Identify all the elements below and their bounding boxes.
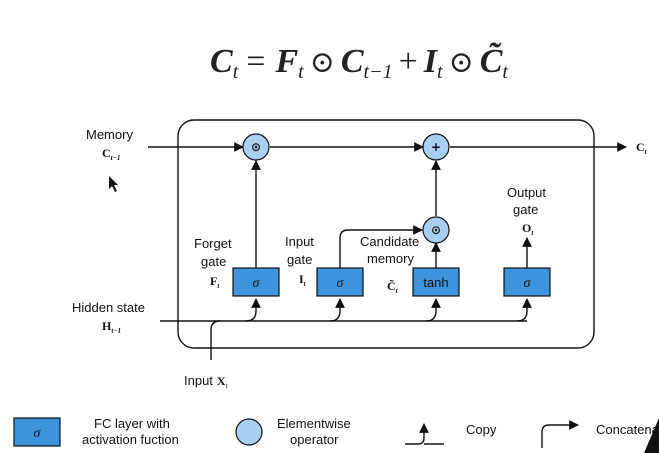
legend-elementwise: Elementwise operator xyxy=(235,416,351,447)
input-label: Input xyxy=(184,373,213,388)
eq-t3-sub: t xyxy=(437,61,443,83)
forget-sub: t xyxy=(217,282,220,290)
eq-plus: + xyxy=(399,43,418,80)
input-gate-to-mult-arrow xyxy=(339,225,423,268)
branch-input xyxy=(329,298,345,322)
svg-text:Ct: Ct xyxy=(636,140,648,156)
legend-elem-text-2: operator xyxy=(290,432,339,447)
eq-odot-2: ⊙ xyxy=(449,46,474,79)
legend-fc-layer: σ FC layer with activation fuction xyxy=(13,416,179,447)
input-gate-box: σ xyxy=(316,267,364,297)
input-sub: t xyxy=(226,382,229,390)
forget-mult-symbol: ⊙ xyxy=(251,140,261,154)
forget-gate-label-1: Forget xyxy=(194,236,232,251)
forget-gate-box: σ xyxy=(232,267,280,297)
legend-concatenate: Concatenate xyxy=(541,420,659,448)
input-gate-sigma: σ xyxy=(337,276,345,291)
svg-text:Ft: Ft xyxy=(210,274,220,290)
output-gate-label-1: Output xyxy=(507,185,546,200)
legend-concat-text: Concatenate xyxy=(596,422,659,437)
output-gate-label-2: gate xyxy=(513,202,538,217)
legend-fc-text-1: FC layer with xyxy=(94,416,170,431)
output-gate-sigma: σ xyxy=(524,276,532,291)
input-sym: X xyxy=(217,374,226,388)
eq-lhs-var: C xyxy=(210,43,233,80)
legend-sigma: σ xyxy=(34,426,42,441)
tanh-gate-box: tanh xyxy=(412,267,460,297)
memory-label: Memory xyxy=(86,127,133,142)
forget-sym: F xyxy=(210,274,217,288)
eq-t1-sub: t xyxy=(298,61,304,83)
output-c-sym: C xyxy=(636,140,645,154)
tanh-gate-label: tanh xyxy=(423,275,448,290)
hidden-state-label: Hidden state xyxy=(72,300,145,315)
input-gate-sub: t xyxy=(304,280,307,288)
eq-equals: = xyxy=(246,43,265,80)
svg-text:It: It xyxy=(299,272,307,288)
output-gate-sub: t xyxy=(531,229,534,237)
legend-copy: Copy xyxy=(405,422,497,445)
mouse-cursor-icon xyxy=(109,176,118,192)
candidate-sym: C̃ xyxy=(387,279,396,293)
svg-text:Ot: Ot xyxy=(522,221,534,237)
forget-gate-sigma: σ xyxy=(253,276,261,291)
output-c-sub: t xyxy=(645,148,648,156)
hidden-sym: H xyxy=(102,319,112,333)
eq-t3-var: I xyxy=(423,43,439,80)
legend-operator-circle xyxy=(235,418,263,446)
svg-text:Ct−1: Ct−1 xyxy=(102,146,120,162)
eq-t4-var: C̃ xyxy=(480,43,503,80)
output-gate-sym: O xyxy=(522,221,531,235)
candidate-label-2: memory xyxy=(367,251,414,266)
legend-elem-text-1: Elementwise xyxy=(277,416,351,431)
hidden-sub: t−1 xyxy=(111,327,121,335)
forget-mult-operator: ⊙ xyxy=(242,133,270,161)
eq-t2-var: C xyxy=(341,43,364,80)
eq-odot-1: ⊙ xyxy=(310,46,335,79)
memory-sym: C xyxy=(102,146,111,160)
candidate-label-1: Candidate xyxy=(360,234,419,249)
add-symbol: + xyxy=(431,140,441,154)
input-gate-label-2: gate xyxy=(287,252,312,267)
svg-text:Ct=Ft⊙Ct−1+It⊙C̃t: Ct=Ft⊙Ct−1+It⊙C̃t xyxy=(210,43,508,83)
branch-forget xyxy=(245,298,261,322)
legend-fc-text-2: activation fuction xyxy=(82,432,179,447)
input-concat-line xyxy=(210,320,221,360)
corner-shadow xyxy=(644,418,659,453)
eq-t4-sub: t xyxy=(502,61,508,83)
input-gate-label-1: Input xyxy=(285,234,314,249)
svg-text:C̃t: C̃t xyxy=(387,279,399,295)
eq-t2-sub: t−1 xyxy=(364,61,393,83)
copy-icon xyxy=(405,423,429,445)
branch-output xyxy=(516,298,532,322)
cell-boundary xyxy=(177,119,595,349)
concatenate-icon xyxy=(541,420,579,448)
candidate-sub: t xyxy=(396,287,399,295)
input-gate-sym: I xyxy=(299,272,304,286)
eq-t1-var: F xyxy=(274,43,298,80)
branch-tanh xyxy=(425,298,441,322)
add-operator: + xyxy=(422,133,450,161)
memory-equation: Ct=Ft⊙Ct−1+It⊙C̃t xyxy=(210,43,508,83)
output-gate-box: σ xyxy=(503,267,551,297)
eq-lhs-sub: t xyxy=(233,61,239,83)
svg-text:Ht−1: Ht−1 xyxy=(102,319,121,335)
forget-gate-label-2: gate xyxy=(201,254,226,269)
input-mult-operator: ⊙ xyxy=(422,216,450,244)
legend: σ FC layer with activation fuction Eleme… xyxy=(13,416,659,448)
legend-copy-text: Copy xyxy=(466,422,497,437)
input-mult-symbol: ⊙ xyxy=(431,223,441,237)
memory-sub: t−1 xyxy=(111,154,121,162)
